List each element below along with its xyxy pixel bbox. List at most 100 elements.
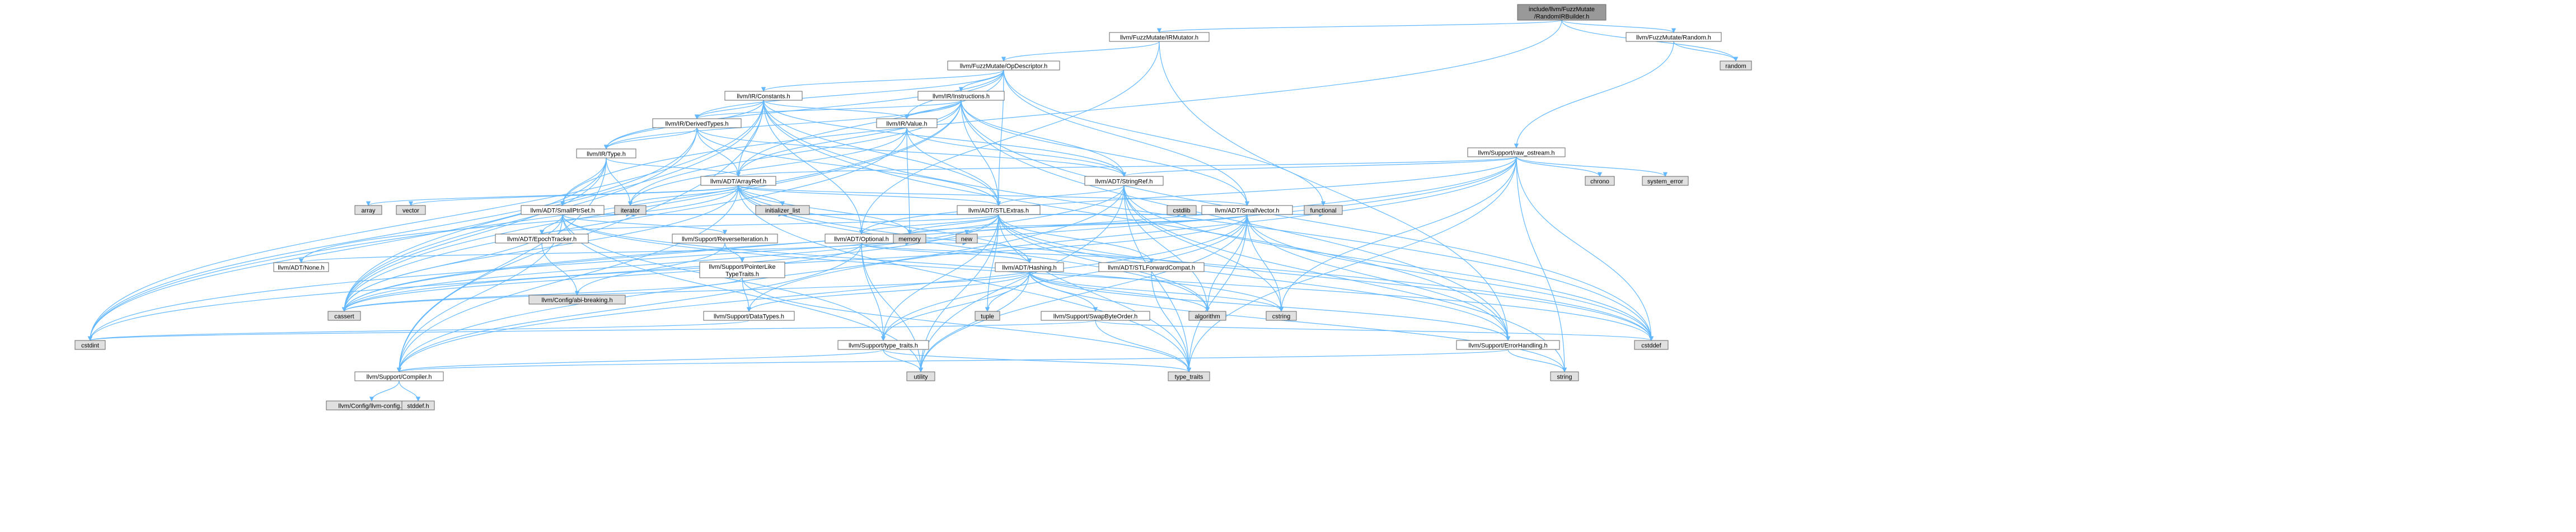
edge-stlextras-to-cstdint — [87, 214, 999, 341]
edge-instructions-to-irvalue — [904, 100, 962, 119]
node-label-abibreaking: llvm/Config/abi-breaking.h — [541, 297, 612, 304]
edge-irmutator-to-errorhandling — [1159, 41, 1511, 341]
node-opdescriptor[interactable]: llvm/FuzzMutate/OpDescriptor.h — [947, 60, 1060, 71]
node-optional[interactable]: llvm/ADT/Optional.h — [825, 234, 898, 244]
edge-hashing-to-algorithm — [1029, 271, 1210, 312]
node-irvalue[interactable]: llvm/IR/Value.h — [876, 118, 938, 128]
edge-compiler-to-stddef_h — [399, 380, 421, 402]
node-box-constants — [724, 91, 803, 101]
edge-smallvector-to-type_traits — [1186, 214, 1248, 372]
edge-raw_ostream-to-cstring — [1278, 156, 1517, 312]
node-box-cassert — [327, 311, 361, 321]
node-smallvector[interactable]: llvm/ADT/SmallVector.h — [1201, 205, 1293, 215]
node-cstddef: cstddef — [1634, 340, 1669, 350]
node-label-cstdlib: cstdlib — [1173, 208, 1190, 214]
edge-stringref-to-string — [1123, 185, 1567, 372]
node-stlextras[interactable]: llvm/ADT/STLExtras.h — [957, 205, 1041, 215]
node-label-errorhandling: llvm/Support/ErrorHandling.h — [1468, 343, 1547, 349]
node-stlforwardcompat[interactable]: llvm/ADT/STLForwardCompat.h — [1098, 262, 1205, 272]
node-raw_ostream[interactable]: llvm/Support/raw_ostream.h — [1467, 147, 1566, 157]
edge-stlextras-to-stlforwardcompat — [998, 214, 1154, 263]
edge-raw_ostream-to-cstddef — [1516, 156, 1654, 341]
node-box-vector — [396, 205, 426, 215]
node-label-llvmconfig: llvm/Config/llvm-config.h — [338, 403, 405, 410]
edge-raw_ostream-to-system_error — [1516, 156, 1668, 177]
header-nodes: include/llvm/FuzzMutate/RandomIRBuilder.… — [74, 4, 1752, 410]
node-label-algorithm: algorithm — [1195, 314, 1220, 320]
node-swapbyteorder[interactable]: llvm/Support/SwapByteOrder.h — [1041, 311, 1150, 321]
node-label-system_error: system_error — [1647, 179, 1684, 185]
node-label-chrono: chrono — [1590, 179, 1609, 185]
edge-errorhandling-to-compiler — [397, 349, 1509, 372]
edge-opdescriptor-to-derivedtypes — [694, 69, 1004, 119]
node-none[interactable]: llvm/ADT/None.h — [273, 262, 329, 272]
node-label-epochtracker: llvm/ADT/EpochTracker.h — [507, 236, 577, 243]
node-label-hashing: llvm/ADT/Hashing.h — [1002, 265, 1056, 272]
node-box-cstdlib — [1167, 205, 1197, 215]
node-instructions[interactable]: llvm/IR/Instructions.h — [917, 91, 1005, 101]
edge-opdescriptor-to-arrayref — [736, 69, 1004, 177]
node-errorhandling[interactable]: llvm/Support/ErrorHandling.h — [1456, 340, 1560, 350]
node-system_error: system_error — [1642, 176, 1689, 186]
edge-derivedtypes-to-arrayref — [696, 127, 741, 177]
node-irtype[interactable]: llvm/IR/Type.h — [576, 148, 636, 158]
node-epochtracker[interactable]: llvm/ADT/EpochTracker.h — [495, 234, 589, 244]
node-box-derivedtypes — [652, 118, 742, 128]
dependency-edges — [87, 20, 1739, 402]
edge-arrayref-to-iterator — [627, 185, 739, 206]
node-label-stlforwardcompat: llvm/ADT/STLForwardCompat.h — [1108, 265, 1195, 272]
node-type_traits_h[interactable]: llvm/Support/type_traits.h — [837, 340, 929, 350]
node-label-array: array — [361, 208, 376, 214]
node-smallptrset[interactable]: llvm/ADT/SmallPtrSet.h — [521, 205, 605, 215]
node-cassert: cassert — [327, 311, 361, 321]
edge-irmutator-to-optional — [859, 41, 1160, 235]
edge-irtype-to-cassert — [341, 157, 607, 312]
node-label-utility: utility — [914, 374, 928, 381]
node-stddef_h: stddef.h — [401, 400, 435, 410]
edge-errorhandling-to-string — [1507, 349, 1567, 372]
node-cstdint: cstdint — [74, 340, 106, 350]
node-compiler[interactable]: llvm/Support/Compiler.h — [354, 371, 444, 381]
node-box-system_error — [1642, 176, 1689, 186]
edge-arrayref-to-initializer_list — [738, 185, 785, 206]
node-box-tuple — [975, 311, 1000, 321]
node-initializer_list: initializer_list — [755, 205, 810, 215]
node-box-functional — [1304, 205, 1343, 215]
node-box-hashing — [995, 262, 1064, 272]
node-irmutator[interactable]: llvm/FuzzMutate/IRMutator.h — [1109, 32, 1210, 42]
node-box-reverseiteration — [672, 234, 778, 244]
node-stringref[interactable]: llvm/ADT/StringRef.h — [1084, 176, 1164, 186]
node-arrayref[interactable]: llvm/ADT/ArrayRef.h — [700, 176, 776, 186]
node-box-utility — [906, 371, 935, 381]
node-label-irvalue: llvm/IR/Value.h — [886, 121, 927, 128]
node-box-instructions — [917, 91, 1005, 101]
edge-stlextras-to-cstddef — [998, 214, 1654, 341]
node-box-algorithm — [1188, 311, 1226, 321]
edge-opdescriptor-to-constants — [761, 69, 1004, 92]
node-random_h[interactable]: llvm/FuzzMutate/Random.h — [1626, 32, 1722, 42]
node-constants[interactable]: llvm/IR/Constants.h — [724, 91, 803, 101]
edge-hashing-to-errorhandling — [1029, 271, 1511, 341]
edge-arrayref-to-vector — [409, 185, 739, 206]
node-hashing[interactable]: llvm/ADT/Hashing.h — [995, 262, 1064, 272]
edge-raw_ostream-to-string — [1516, 156, 1567, 372]
node-label-new: new — [961, 236, 972, 243]
edge-optional-to-compiler — [396, 242, 862, 372]
edge-stringref-to-stlextras — [996, 185, 1125, 206]
node-box-compiler — [354, 371, 444, 381]
node-datatypes[interactable]: llvm/Support/DataTypes.h — [703, 311, 795, 321]
node-derivedtypes[interactable]: llvm/IR/DerivedTypes.h — [652, 118, 742, 128]
edge-arrayref-to-smallvector — [738, 185, 1249, 206]
node-label-cstdint: cstdint — [81, 343, 99, 349]
node-reverseiteration[interactable]: llvm/Support/ReverseIteration.h — [672, 234, 778, 244]
edge-smallptrset-to-cstring — [562, 214, 1284, 312]
edge-arrayref-to-compiler — [396, 185, 739, 372]
node-iterator: iterator — [614, 205, 647, 215]
edge-smallvector-to-compiler — [396, 214, 1248, 372]
node-root[interactable]: include/llvm/FuzzMutate/RandomIRBuilder.… — [1517, 4, 1607, 21]
edge-opdescriptor-to-irtype — [603, 69, 1004, 150]
node-box-memory — [893, 234, 926, 244]
edge-constants-to-stringref — [763, 100, 1127, 177]
node-label-vector: vector — [402, 208, 419, 214]
